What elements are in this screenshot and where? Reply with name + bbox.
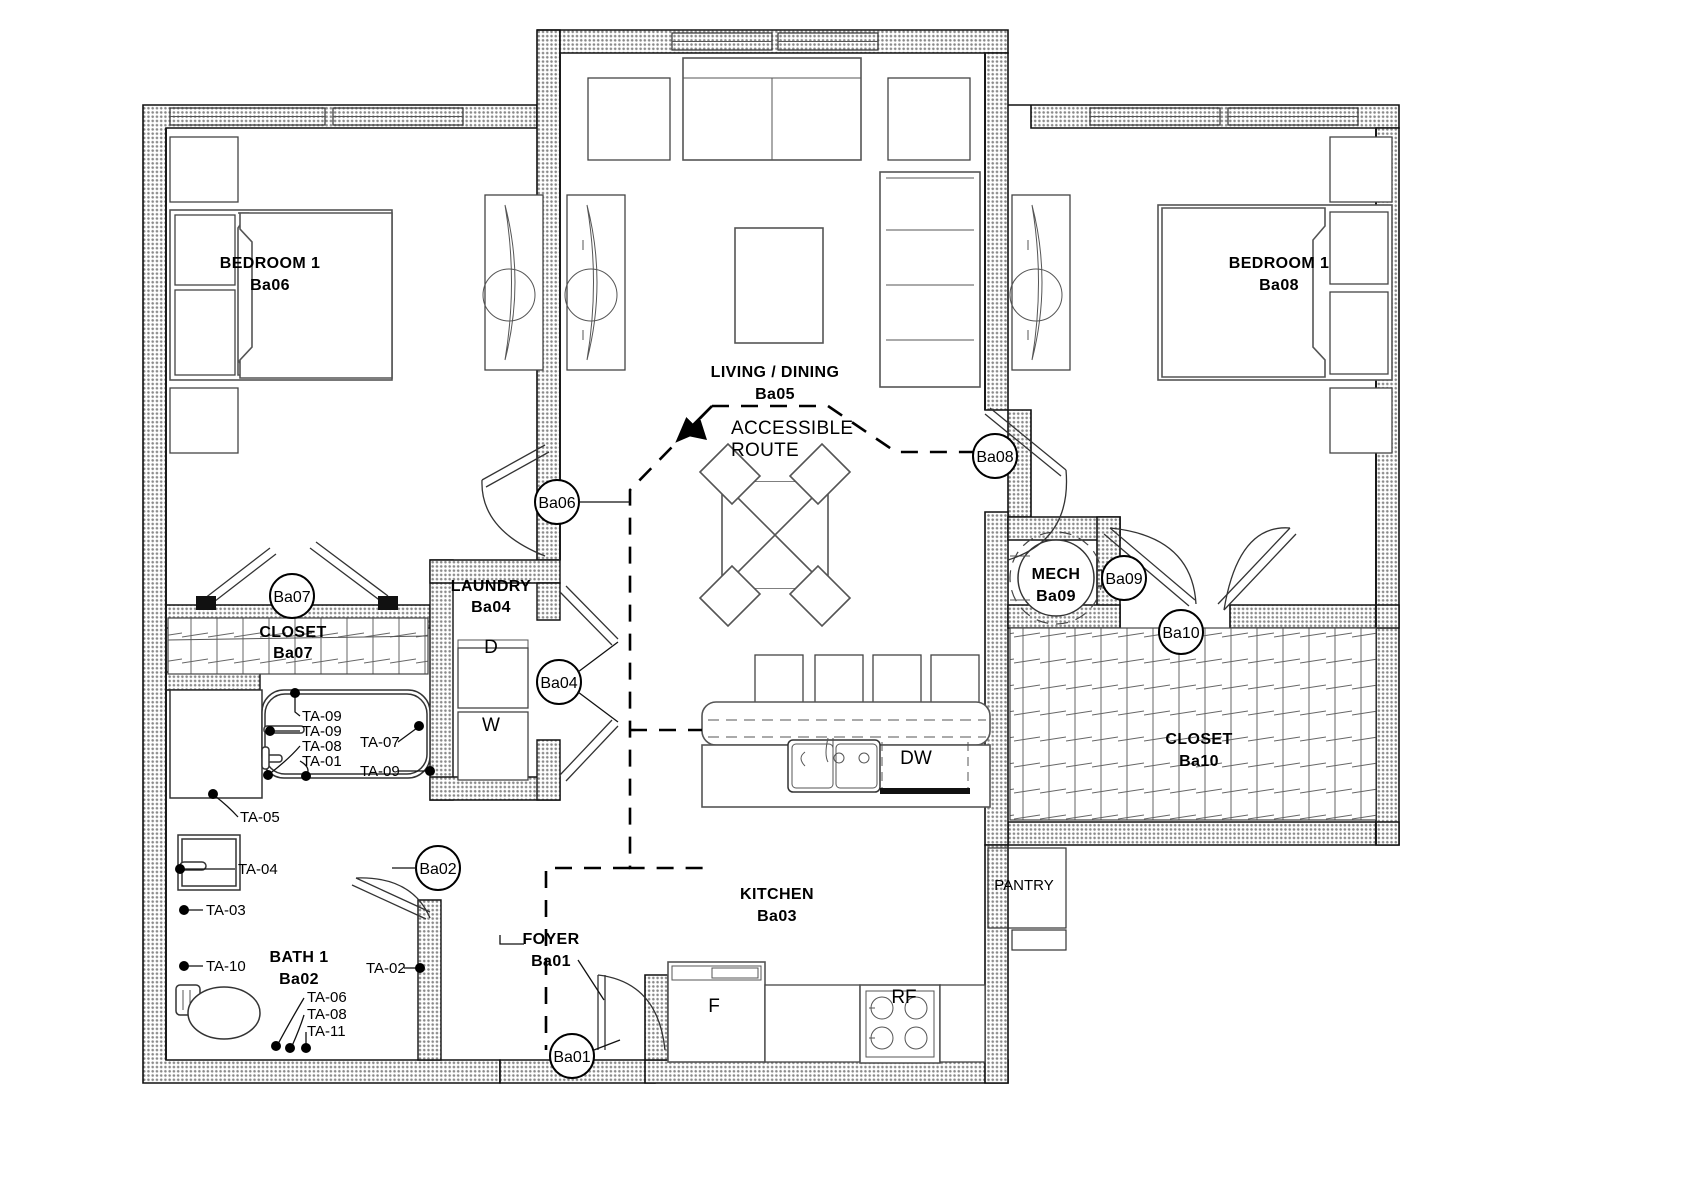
- closet-right-shelving: [1009, 627, 1377, 821]
- room-label-foyer-number: Ba01: [531, 953, 571, 970]
- accessory-tag: TA-11: [307, 1023, 346, 1040]
- door-tag-label: Ba10: [1162, 625, 1199, 642]
- dishwasher-unit: [880, 742, 970, 794]
- room-label-bath-number: Ba02: [279, 971, 319, 988]
- door-tags[interactable]: Ba06 Ba07 Ba04 Ba02 Ba01 Ba08 Ba09 Ba10: [269, 433, 1204, 1079]
- accessible-route-label: ACCESSIBLE ROUTE: [731, 418, 853, 461]
- accessory-tag: TA-06: [307, 989, 347, 1006]
- room-label-laundry-number: Ba04: [471, 599, 511, 616]
- door-swings: [196, 407, 1297, 1051]
- kitchen-sink: [787, 737, 881, 793]
- door-tag-label: Ba04: [540, 675, 577, 692]
- closet-left-shelving: [167, 617, 429, 675]
- accessory-tag: TA-04: [238, 861, 278, 878]
- window-left-bedroom: [169, 107, 464, 126]
- toilet-fixture: [175, 984, 261, 1040]
- room-label-kitchen-number: Ba03: [757, 908, 797, 925]
- accessory-tag: TA-07: [360, 734, 400, 751]
- room-label-pantry: PANTRY: [994, 877, 1053, 894]
- door-tag-label: Ba06: [538, 495, 575, 512]
- bedroom-left-furniture: [169, 136, 626, 454]
- accessory-tag: TA-03: [206, 902, 246, 919]
- door-tag-ba08: Ba08: [972, 433, 1018, 479]
- accessory-tag: TA-09: [360, 763, 400, 780]
- accessory-leaders: [175, 688, 435, 1053]
- pantry-unit: [987, 847, 1067, 951]
- room-labels: BEDROOM 1 Ba06 BEDROOM 1 Ba08 LIVING / D…: [220, 255, 1330, 988]
- accessory-tag: TA-09: [302, 723, 342, 740]
- kitchen-lower-appliances: [667, 961, 986, 1064]
- accessory-tag: TA-08: [307, 1006, 347, 1023]
- appliance-label-range: RF: [891, 987, 916, 1008]
- range-unit: [859, 984, 941, 1064]
- door-tag-label: Ba02: [419, 861, 456, 878]
- window-right-bedroom: [1089, 107, 1359, 126]
- room-label-living-dining-number: Ba05: [755, 386, 795, 403]
- room-label-closet-left-name: CLOSET: [259, 624, 326, 641]
- kitchen-island: [701, 654, 991, 808]
- room-label-bedroom-left-name: BEDROOM 1: [220, 255, 321, 272]
- accessory-tag: TA-09: [302, 708, 342, 725]
- accessory-tag-labels: TA-09 TA-09 TA-08 TA-01 TA-07 TA-09 TA-0…: [206, 708, 406, 1040]
- room-label-closet-right-name: CLOSET: [1165, 731, 1232, 748]
- door-tag-label: Ba07: [273, 589, 310, 606]
- exterior-walls: [142, 29, 1400, 1084]
- door-tag-label: Ba08: [976, 449, 1013, 466]
- room-label-closet-left-number: Ba07: [273, 645, 313, 662]
- room-label-laundry-name: LAUNDRY: [451, 578, 531, 595]
- door-tag-ba01: Ba01: [549, 1033, 621, 1079]
- appliance-label-dishwasher: DW: [900, 748, 932, 769]
- accessible-route-line2: ROUTE: [731, 440, 799, 461]
- room-label-bedroom-left-number: Ba06: [250, 277, 290, 294]
- laundry-appliances: [457, 639, 529, 781]
- accessory-tag: TA-08: [302, 738, 342, 755]
- accessory-tag: TA-05: [240, 809, 280, 826]
- accessible-route-path: [544, 404, 985, 1050]
- room-label-living-dining-name: LIVING / DINING: [711, 364, 840, 381]
- room-label-bedroom-right-number: Ba08: [1259, 277, 1299, 294]
- bedroom-right-furniture: [1009, 136, 1393, 454]
- room-label-bedroom-right-name: BEDROOM 1: [1229, 255, 1330, 272]
- room-label-mech-name: MECH: [1032, 566, 1081, 583]
- accessory-tag: TA-10: [206, 958, 246, 975]
- room-label-foyer-name: FOYER: [522, 931, 579, 948]
- accessory-tag: TA-01: [302, 753, 342, 770]
- accessory-tag: TA-02: [366, 960, 406, 977]
- appliance-label-dryer: D: [484, 637, 498, 658]
- room-label-kitchen-name: KITCHEN: [740, 886, 814, 903]
- room-label-bath-name: BATH 1: [270, 949, 329, 966]
- appliance-label-refrigerator: F: [708, 996, 720, 1017]
- accessible-route-line1: ACCESSIBLE: [731, 418, 853, 439]
- dining-set: [698, 442, 852, 628]
- door-tag-ba09: Ba09: [1098, 555, 1147, 601]
- door-tag-ba10: Ba10: [1158, 609, 1204, 655]
- bathroom-fixtures: [169, 689, 431, 1040]
- appliance-labels: D W DW F RF: [482, 637, 932, 1017]
- door-tag-label: Ba01: [553, 1049, 590, 1066]
- door-tag-label: Ba09: [1105, 571, 1142, 588]
- appliance-label-washer: W: [482, 715, 500, 736]
- room-label-closet-right-number: Ba10: [1179, 753, 1219, 770]
- foyer-leader: [499, 935, 605, 1001]
- room-label-mech-number: Ba09: [1036, 588, 1076, 605]
- door-tag-ba07: Ba07: [269, 573, 315, 619]
- door-tag-ba02: Ba02: [392, 845, 461, 891]
- door-tag-ba04: Ba04: [536, 641, 619, 723]
- door-tag-ba06: Ba06: [534, 479, 630, 525]
- windows: [169, 32, 1359, 126]
- living-dining-furniture: [587, 57, 981, 628]
- window-top-living: [671, 32, 879, 51]
